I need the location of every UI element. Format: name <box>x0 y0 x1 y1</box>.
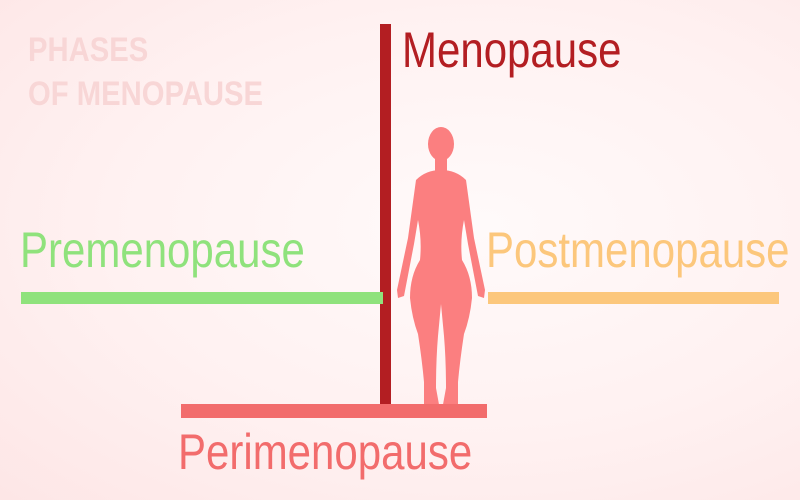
diagram-title: PHASES OF MENOPAUSE <box>28 28 263 116</box>
menopause-line <box>380 24 391 410</box>
postmenopause-label: Postmenopause <box>486 222 790 278</box>
postmenopause-line <box>488 292 779 304</box>
premenopause-line <box>21 292 383 304</box>
perimenopause-label: Perimenopause <box>178 424 473 480</box>
menopause-label: Menopause <box>402 22 622 78</box>
perimenopause-line <box>181 404 487 418</box>
premenopause-label: Premenopause <box>20 222 305 278</box>
title-line-2: OF MENOPAUSE <box>28 75 264 113</box>
female-silhouette-icon <box>397 127 485 410</box>
title-line-1: PHASES <box>28 31 149 69</box>
